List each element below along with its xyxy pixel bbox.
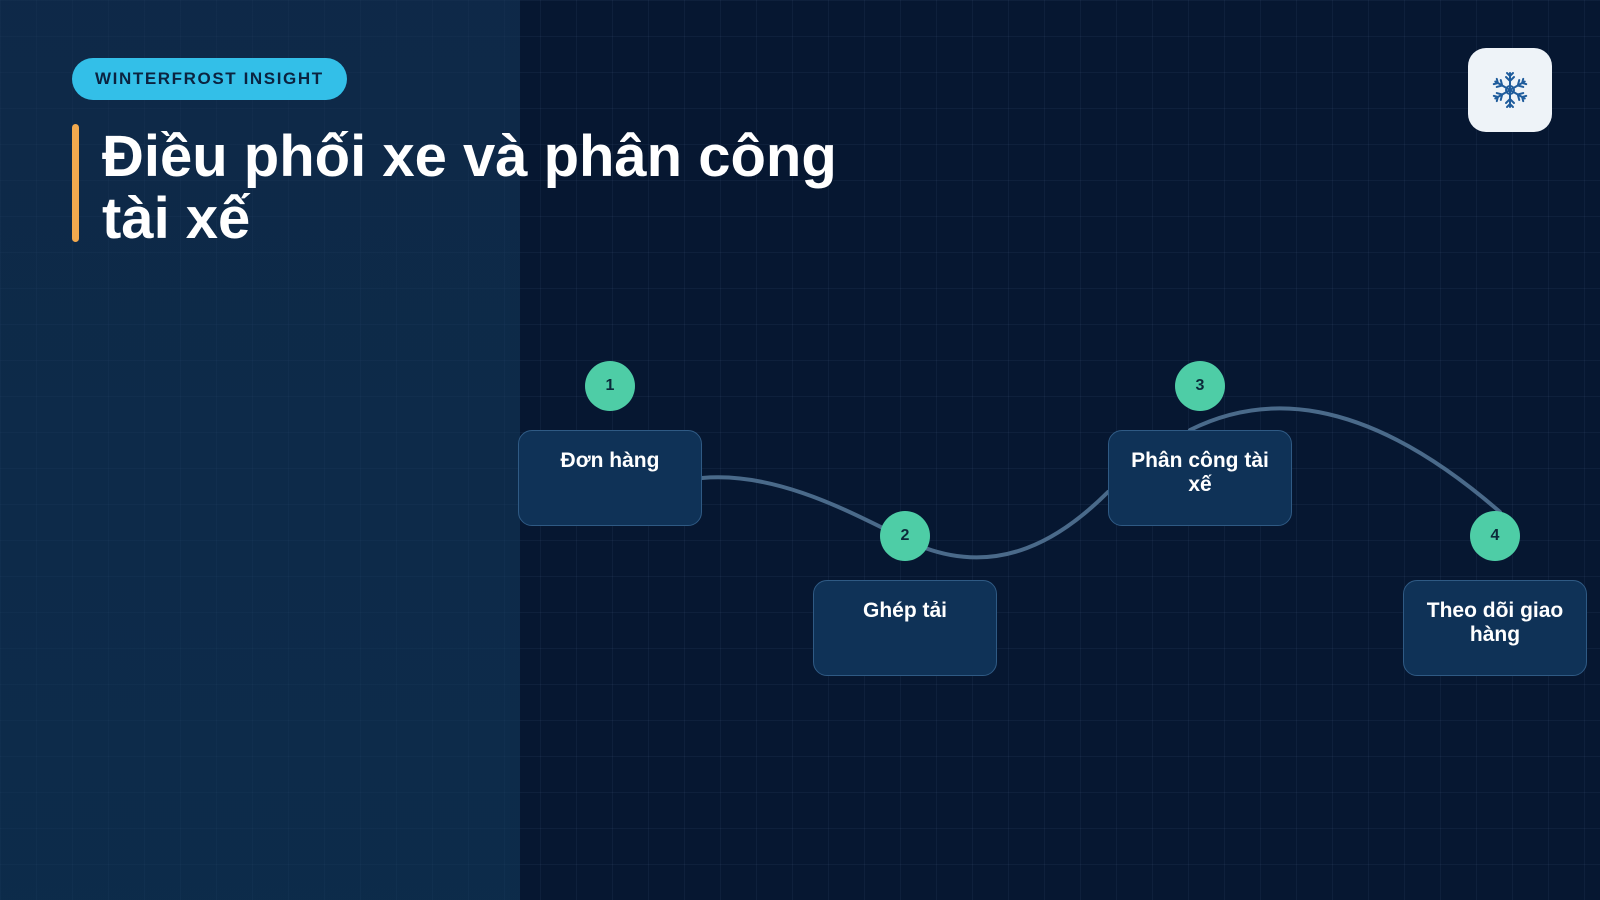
page-title: Điều phối xe và phân công tài xế <box>102 124 837 251</box>
step-number-4: 4 <box>1470 511 1520 561</box>
connector-path <box>700 406 1502 560</box>
step-box-4: Theo dõi giao hàng <box>1403 580 1587 676</box>
step-box-1: Đơn hàng <box>518 430 702 526</box>
title-accent-bar <box>72 124 79 242</box>
left-panel <box>0 0 520 900</box>
step-number-1: 1 <box>585 361 635 411</box>
step-number-2: 2 <box>880 511 930 561</box>
logo-tile <box>1468 48 1552 132</box>
step-number-3: 3 <box>1175 361 1225 411</box>
step-box-3: Phân công tài xế <box>1108 430 1292 526</box>
step-box-2: Ghép tải <box>813 580 997 676</box>
brand-badge: WINTERFROST INSIGHT <box>72 58 347 100</box>
snowflake-icon <box>1492 72 1528 108</box>
